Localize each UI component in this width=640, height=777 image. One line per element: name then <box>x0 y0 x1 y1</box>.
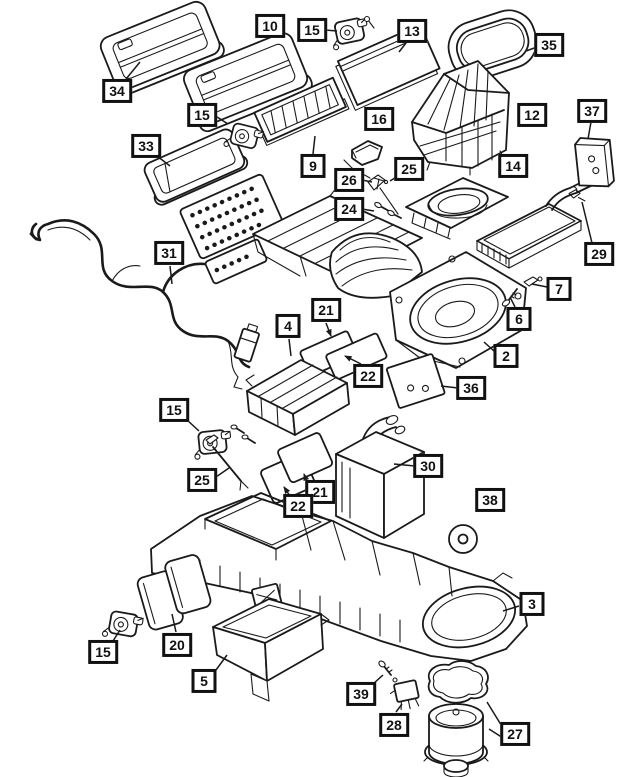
callout-20-31[interactable]: 20 <box>162 632 192 658</box>
leader-line-9 <box>312 135 316 155</box>
leader-line-24 <box>361 208 375 212</box>
leader-line-15 <box>112 629 121 642</box>
part-tray-lid-34 <box>99 0 225 97</box>
callout-25-12[interactable]: 25 <box>394 156 424 182</box>
part-filter-frame-9 <box>253 76 350 146</box>
callout-26-11[interactable]: 26 <box>334 167 364 193</box>
part-bracket-16 <box>351 140 383 166</box>
leader-line-30 <box>393 463 416 467</box>
callout-7-17[interactable]: 7 <box>546 276 572 302</box>
leader-line-7 <box>531 283 548 288</box>
part-actuator-15-top <box>327 15 375 52</box>
leader-line-5 <box>215 654 228 671</box>
part-blower-motor-27 <box>423 703 489 777</box>
callout-30-25[interactable]: 30 <box>413 453 443 479</box>
leader-line-13 <box>398 42 407 53</box>
leader-line-34 <box>125 61 141 80</box>
callout-25-26[interactable]: 25 <box>187 467 217 493</box>
callout-22-22[interactable]: 22 <box>353 363 383 389</box>
leader-line-28 <box>395 703 403 713</box>
part-main-housing-2 <box>179 159 527 369</box>
part-tray-33 <box>143 128 249 206</box>
callout-6-18[interactable]: 6 <box>506 306 532 332</box>
leader-line-29 <box>581 201 593 244</box>
callout-31-15[interactable]: 31 <box>154 240 184 266</box>
part-frame-14 <box>405 177 509 240</box>
leader-line-25 <box>215 467 230 478</box>
callout-36-23[interactable]: 36 <box>456 375 486 401</box>
part-seal-35 <box>447 9 538 81</box>
callout-16-8[interactable]: 16 <box>364 106 394 132</box>
part-wiring-harness-31 <box>29 219 260 390</box>
callout-9-7[interactable]: 9 <box>300 153 326 179</box>
leader-line-3 <box>502 605 520 612</box>
callout-4-21[interactable]: 4 <box>275 313 301 339</box>
callout-27-36[interactable]: 27 <box>500 721 530 747</box>
callout-28-35[interactable]: 28 <box>379 712 409 738</box>
part-screw-39 <box>378 660 398 683</box>
callout-5-33[interactable]: 5 <box>191 668 217 694</box>
callout-2-19[interactable]: 2 <box>493 343 519 369</box>
leader-line-37 <box>587 121 592 140</box>
part-gasket-27 <box>427 660 489 704</box>
callout-15-5[interactable]: 15 <box>187 102 217 128</box>
callout-15-2[interactable]: 15 <box>297 17 327 43</box>
part-filter-13 <box>335 23 441 111</box>
callout-35-4[interactable]: 35 <box>534 32 564 58</box>
callout-21-20[interactable]: 21 <box>311 297 341 323</box>
callout-39-34[interactable]: 39 <box>346 681 376 707</box>
callout-15-24[interactable]: 15 <box>159 397 189 423</box>
leader-line-2 <box>483 341 495 352</box>
part-upper-housing-12 <box>411 60 510 176</box>
part-screws-24 <box>374 201 402 219</box>
callout-37-10[interactable]: 37 <box>577 98 607 124</box>
callout-22-28[interactable]: 22 <box>283 493 313 519</box>
part-plate-36 <box>385 353 446 409</box>
leader-line-31 <box>169 265 173 285</box>
leader-line-15 <box>324 29 338 32</box>
part-probe-25 <box>205 434 249 491</box>
part-plate-37 <box>568 137 615 202</box>
leader-line-36 <box>440 385 459 389</box>
part-lever-26 <box>367 174 399 215</box>
part-clip-7 <box>523 276 543 287</box>
part-housing-4 <box>245 359 350 436</box>
callout-15-32[interactable]: 15 <box>88 639 118 665</box>
part-grommet-38 <box>448 524 478 554</box>
part-heater-core-29 <box>476 176 598 269</box>
callout-10-1[interactable]: 10 <box>255 13 285 39</box>
part-duct-5 <box>212 598 330 702</box>
callout-14-14[interactable]: 14 <box>498 153 528 179</box>
callout-13-3[interactable]: 13 <box>397 18 427 44</box>
part-actuator-15-lower <box>191 424 256 461</box>
part-sensor-25 <box>373 177 389 190</box>
callout-24-13[interactable]: 24 <box>334 196 364 222</box>
callout-12-9[interactable]: 12 <box>517 102 547 128</box>
leader-line-21 <box>325 322 332 337</box>
callout-3-30[interactable]: 3 <box>519 591 545 617</box>
callout-29-16[interactable]: 29 <box>584 241 614 267</box>
part-screw-6 <box>501 288 518 307</box>
leader-line-6 <box>509 296 516 308</box>
callout-33-6[interactable]: 33 <box>131 133 161 159</box>
part-tray-lid-10 <box>183 32 313 133</box>
leader-line-22 <box>344 355 362 365</box>
leader-line-20 <box>171 613 177 633</box>
part-foam-pads-21-22-lower <box>260 432 334 504</box>
callout-38-29[interactable]: 38 <box>475 487 505 513</box>
callout-34-0[interactable]: 34 <box>102 78 132 104</box>
leader-line-4 <box>288 338 292 357</box>
